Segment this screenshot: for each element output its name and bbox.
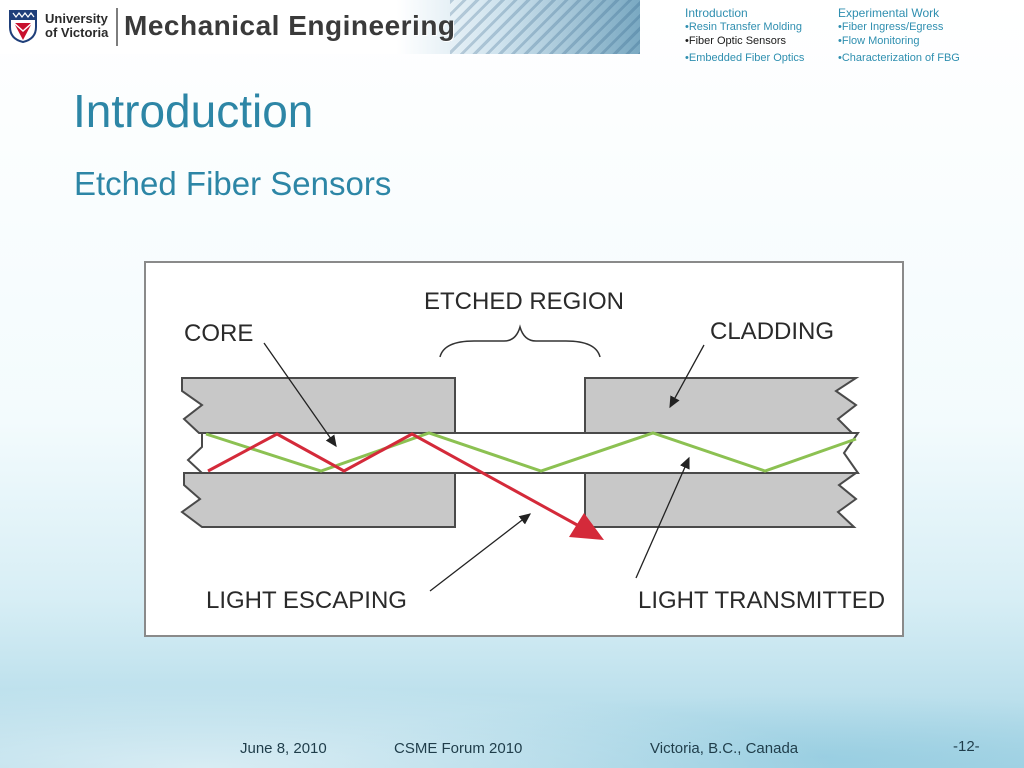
label-light-escaping: LIGHT ESCAPING	[206, 587, 407, 614]
light-escaping-ray	[207, 432, 580, 528]
cladding-left-top	[181, 377, 456, 434]
nav-item-resin-transfer-molding[interactable]: •Resin Transfer Molding	[685, 21, 802, 33]
light-escaping-arrowhead	[569, 513, 604, 540]
nav-column-introduction: Introduction •Resin Transfer Molding •Fi…	[685, 6, 804, 65]
cladding-right-top	[584, 377, 860, 434]
label-light-transmitted: LIGHT TRANSMITTED	[638, 587, 885, 614]
light-escaping-pointer-arrow	[429, 513, 532, 592]
light-transmitted-ray	[205, 431, 857, 473]
label-core: CORE	[184, 320, 253, 347]
header-divider	[116, 8, 118, 46]
cladding-left-bottom	[180, 472, 456, 528]
cladding-right-bottom	[584, 472, 860, 528]
fiber-core	[186, 432, 860, 474]
nav-item-flow-monitoring[interactable]: •Flow Monitoring	[838, 35, 920, 47]
university-name: University of Victoria	[45, 12, 108, 40]
footer-location: Victoria, B.C., Canada	[650, 740, 799, 757]
cladding-pointer-arrow	[669, 344, 705, 409]
etched-region-brace	[439, 324, 601, 358]
footer-event: CSME Forum 2010	[394, 740, 523, 757]
core-pointer-arrow	[263, 342, 337, 448]
nav-item-characterization-of-fbg[interactable]: •Characterization of FBG	[838, 52, 960, 64]
university-line2: of Victoria	[45, 25, 109, 40]
nav-item-fiber-optic-sensors[interactable]: •Fiber Optic Sensors	[685, 35, 787, 47]
nav-item-fiber-ingress-egress[interactable]: •Fiber Ingress/Egress	[838, 21, 944, 33]
page-number: -12-	[953, 738, 980, 755]
slide-subtitle: Etched Fiber Sensors	[74, 165, 392, 202]
footer-date: June 8, 2010	[240, 740, 327, 757]
nav-column-experimental-work: Experimental Work •Fiber Ingress/Egress …	[838, 6, 960, 65]
university-line1: University	[45, 11, 108, 26]
department-name: Mechanical Engineering	[124, 10, 456, 41]
header-decoration	[450, 0, 640, 54]
university-crest-icon	[9, 10, 37, 43]
etched-fiber-diagram: ETCHED REGION CORE CLADDING LIGHT ESCAPI…	[144, 261, 904, 637]
nav-item-embedded-fiber-optics[interactable]: •Embedded Fiber Optics	[685, 52, 805, 64]
slide-title: Introduction	[73, 85, 314, 137]
label-cladding: CLADDING	[710, 318, 834, 345]
label-etched-region: ETCHED REGION	[424, 288, 624, 315]
light-transmitted-pointer-arrow	[635, 456, 690, 579]
nav-heading-experimental-work[interactable]: Experimental Work	[838, 6, 940, 20]
header-banner: University of Victoria Mechanical Engine…	[0, 0, 640, 54]
nav-heading-introduction[interactable]: Introduction	[685, 6, 748, 20]
